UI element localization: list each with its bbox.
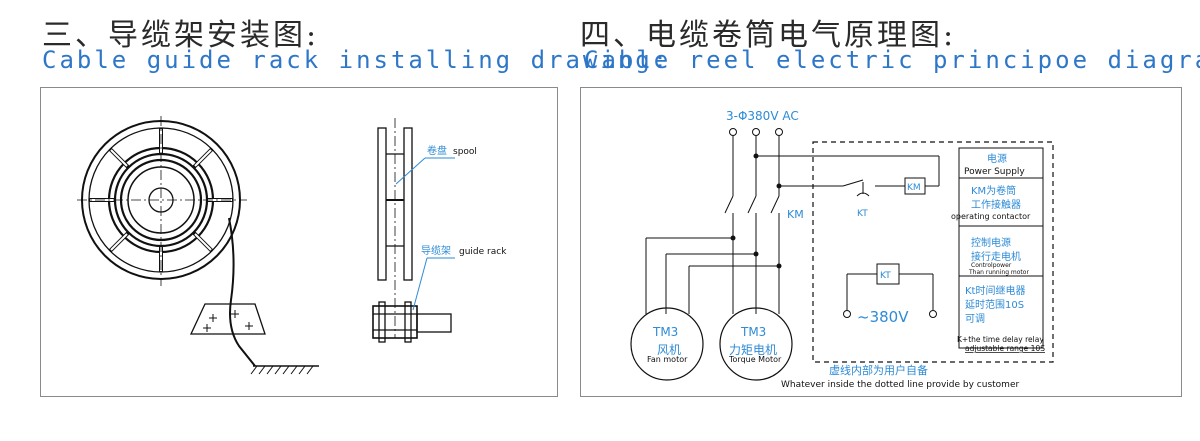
torque-motor-symbol: [719, 307, 793, 381]
spool-label-zh: 卷盘: [427, 144, 447, 157]
reel-side-view: [377, 118, 413, 338]
left-heading-zh: 三、导缆架安装图:: [42, 18, 320, 53]
svg-text:K+the time delay relay: K+the time delay relay: [957, 335, 1044, 344]
customer-note-zh: 虚线内部为用户自备: [829, 363, 928, 377]
svg-text:adjustable range 10S: adjustable range 10S: [965, 344, 1045, 353]
torque-motor-code: TM3: [740, 325, 766, 339]
customer-note-en: Whatever inside the dotted line provide …: [781, 380, 1019, 390]
svg-text:控制电源: 控制电源: [971, 236, 1011, 249]
hanging-cable: [228, 217, 256, 367]
left-heading-en: Cable guide rack installing drawing:: [42, 46, 671, 74]
torque-motor-zh: 力矩电机: [729, 343, 777, 357]
svg-text:Controlpower: Controlpower: [971, 262, 1012, 269]
svg-text:工作接触器: 工作接触器: [971, 198, 1021, 211]
fan-motor-zh: 风机: [657, 343, 681, 357]
legend-control-power: 控制电源 接行走电机 Controlpower Than running mot…: [968, 236, 1029, 276]
circuit-diagram-panel: 3-Φ380V AC: [580, 87, 1182, 397]
legend-kt-timer: Kt时间继电器 延时范围10S 可调 K+the time delay rela…: [957, 284, 1045, 353]
terminal-l1: [729, 128, 737, 136]
supply-label: 3-Φ380V AC: [726, 109, 799, 123]
right-heading-zh: 四、电缆卷筒电气原理图:: [580, 18, 957, 53]
circuit-diagram: 3-Φ380V AC: [630, 109, 1054, 390]
terminal-l3: [775, 128, 783, 136]
svg-text:Power Supply: Power Supply: [964, 167, 1025, 177]
km-coil-label: KM: [907, 183, 921, 193]
terminal-l2: [752, 128, 760, 136]
kt-contact-label: KT: [857, 209, 868, 219]
kt-relay-label: KT: [880, 271, 891, 281]
svg-text:电源: 电源: [987, 152, 1007, 165]
voltage-label: ~380V: [857, 308, 909, 326]
installing-drawing: 卷盘 spool 导缆架 guide rack: [77, 116, 507, 375]
fan-motor-symbol: [630, 307, 704, 381]
legend-table: [958, 147, 1044, 349]
fan-motor-code: TM3: [652, 325, 678, 339]
svg-text:Than running motor: Than running motor: [968, 269, 1029, 276]
km-label: KM: [787, 208, 804, 221]
installing-drawing-panel: 卷盘 spool 导缆架 guide rack: [40, 87, 558, 397]
guide-rack-front: [189, 303, 266, 335]
torque-motor-en: Torque Motor: [728, 355, 782, 364]
right-heading-en: Cable reel electric principoe diagram:: [584, 46, 1200, 74]
legend-km-contactor: KM为卷筒 工作接触器 operating contactor: [951, 184, 1031, 221]
svg-text:Kt时间继电器: Kt时间继电器: [965, 284, 1025, 297]
svg-text:KM为卷筒: KM为卷筒: [971, 184, 1016, 197]
svg-text:可调: 可调: [965, 313, 985, 325]
svg-text:接行走电机: 接行走电机: [971, 250, 1021, 263]
fan-motor-en: Fan motor: [647, 355, 688, 364]
customer-boundary: [812, 141, 1054, 363]
svg-text:延时范围10S: 延时范围10S: [965, 298, 1024, 311]
guide-rack-label-zh: 导缆架: [421, 244, 451, 257]
spool-label-en: spool: [453, 147, 477, 157]
guide-rack-label-en: guide rack: [459, 247, 507, 257]
guide-rack-side-view: [372, 301, 452, 343]
legend-power-supply: 电源 Power Supply: [964, 152, 1025, 177]
svg-text:operating contactor: operating contactor: [951, 212, 1031, 221]
